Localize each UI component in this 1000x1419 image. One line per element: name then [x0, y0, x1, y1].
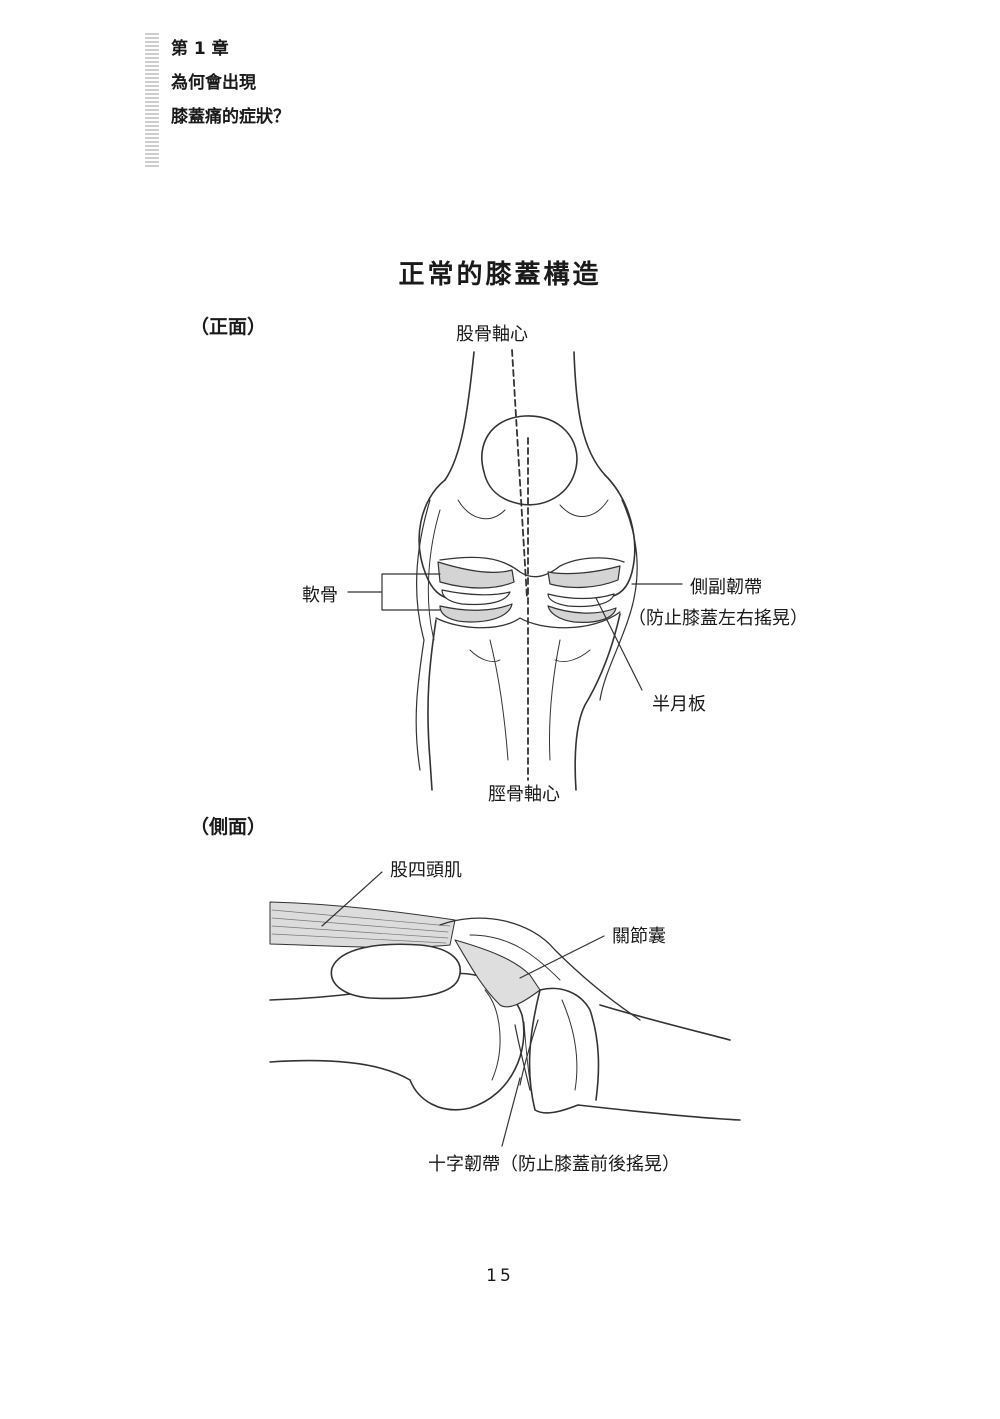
cruciate-ligament-label: 十字韌帶（防止膝蓋前後搖晃） — [428, 1154, 680, 1175]
tibia-shaft-left — [427, 619, 437, 791]
cartilage-upper-right — [547, 565, 621, 589]
cruciate-ligament-b — [519, 1019, 539, 1086]
tibia-front — [528, 989, 579, 1114]
femur-bottom — [269, 1059, 411, 1081]
side-view-label: （側面） — [190, 816, 267, 838]
tibia-tubercle — [489, 639, 561, 761]
side-view-knee — [269, 871, 741, 1147]
femur-outline-right — [604, 474, 636, 599]
femur-inner-lines — [457, 499, 609, 520]
quadriceps-muscle — [269, 901, 456, 948]
cruciate-ligament-c — [523, 1021, 533, 1096]
femur-condyle-lower — [439, 556, 625, 578]
cruciate-leader — [501, 1077, 521, 1147]
femur-shaft-left — [444, 351, 475, 481]
collateral-ligament-right — [599, 499, 638, 701]
femur-outline-left — [418, 479, 456, 601]
femur-axis-label: 股骨軸心 — [456, 324, 528, 345]
chapter-title-line1: 為何會出現 — [171, 73, 256, 93]
collateral-ligament-left-inner — [427, 509, 441, 641]
chapter-marker-bar — [145, 33, 159, 167]
cartilage-upper-left — [437, 561, 515, 589]
quadriceps-label: 股四頭肌 — [390, 860, 462, 881]
patellar-tendon-inner — [469, 934, 561, 981]
femur-axis-line — [511, 349, 528, 599]
tibia-plateau — [435, 611, 621, 629]
page-number: 15 — [486, 1266, 514, 1286]
femur-shaft-right — [573, 351, 606, 476]
patellar-tendon — [439, 917, 641, 1021]
joint-capsule — [454, 939, 541, 1008]
cartilage-label: 軟骨 — [302, 585, 338, 606]
femur-condyle-detail — [484, 989, 501, 1081]
cruciate-ligament-a — [514, 1024, 531, 1091]
tibia-head — [539, 987, 600, 1101]
tibia-bottom-line — [577, 1104, 741, 1121]
tibia-detail-side — [561, 999, 578, 1091]
front-view-knee — [347, 349, 683, 791]
front-view-label: （正面） — [190, 316, 267, 338]
cartilage-leader — [347, 573, 441, 611]
quadriceps-striations — [271, 909, 451, 944]
chapter-title-line2: 膝蓋痛的症狀？ — [171, 107, 290, 127]
meniscus-right — [547, 593, 615, 608]
tibia-axis-label: 脛骨軸心 — [488, 784, 560, 805]
cartilage-lower-left — [439, 603, 513, 623]
meniscus-leader — [595, 597, 643, 691]
collateral-ligament-label: 側副韌帶 — [690, 577, 762, 598]
chapter-number: 第 1 章 — [171, 39, 229, 59]
collateral-ligament-left — [415, 499, 431, 771]
tibia-detail — [469, 649, 591, 662]
tibia-shaft-right — [574, 613, 621, 791]
quadriceps-leader — [321, 871, 383, 927]
meniscus-label: 半月板 — [652, 694, 706, 715]
meniscus-left — [441, 589, 511, 606]
collateral-ligament-note: （防止膝蓋左右搖晃） — [628, 608, 808, 629]
patella — [481, 415, 578, 506]
joint-capsule-leader — [519, 935, 605, 979]
figure-title: 正常的膝蓋構造 — [398, 260, 602, 290]
tibia-top-line — [599, 1004, 731, 1041]
patella-side — [330, 943, 461, 1000]
chapter-text: 第 1 章 為何會出現 膝蓋痛的症狀？ — [171, 32, 431, 134]
joint-capsule-label: 關節囊 — [612, 926, 666, 947]
